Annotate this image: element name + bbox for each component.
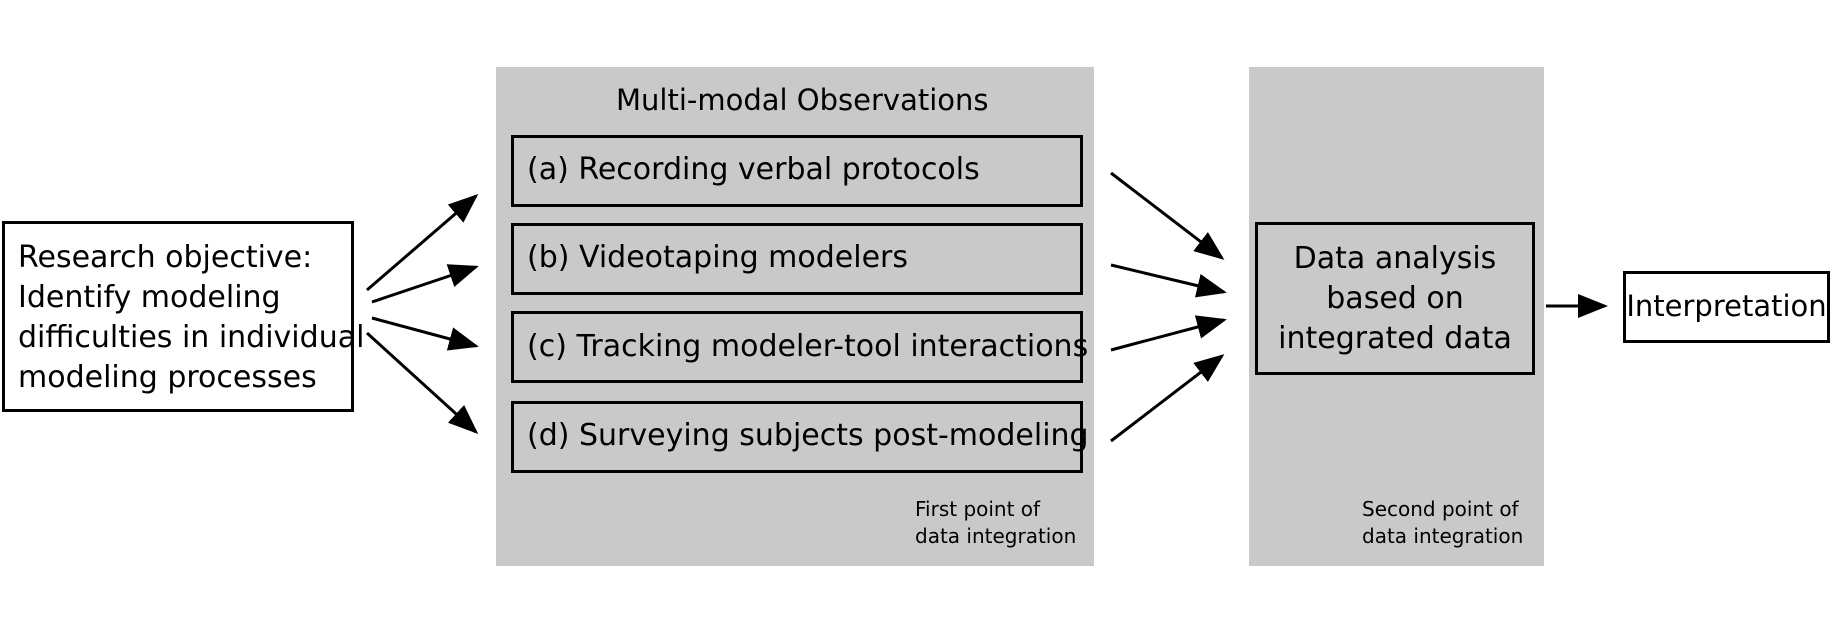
arrow-d-to-analysis bbox=[1110, 354, 1225, 443]
data-analysis-box bbox=[1255, 222, 1535, 375]
interpretation-label: Interpretation bbox=[1626, 289, 1827, 323]
data-analysis-line-1: Data analysis bbox=[1293, 241, 1497, 276]
second-integration-note-line-2: data integration bbox=[1362, 524, 1524, 548]
observation-item-a bbox=[511, 135, 1083, 207]
second-integration-note-line-1: Second point of bbox=[1362, 497, 1519, 521]
arrow-c-to-analysis bbox=[1110, 315, 1227, 352]
arrow-objective-to-b bbox=[371, 264, 479, 304]
research-objective-line-1: Research objective: bbox=[18, 240, 313, 275]
interpretation-box bbox=[1623, 271, 1830, 343]
data-analysis-line-3: integrated data bbox=[1278, 321, 1512, 356]
first-integration-note-line-2: data integration bbox=[915, 524, 1077, 548]
research-objective-line-4: modeling processes bbox=[18, 360, 317, 395]
first-integration-note-line-1: First point of bbox=[915, 497, 1041, 521]
observation-item-b-label: (b) Videotaping modelers bbox=[527, 240, 908, 275]
arrow-objective-to-c bbox=[371, 316, 479, 351]
research-objective-line-2: Identify modeling bbox=[18, 280, 281, 315]
research-objective-line-3: difficulties in individual bbox=[18, 320, 365, 355]
arrow-b-to-analysis bbox=[1110, 263, 1227, 298]
observations-title: Multi-modal Observations bbox=[616, 83, 989, 117]
observation-item-c bbox=[511, 311, 1083, 383]
observation-item-c-label: (c) Tracking modeler-tool interactions bbox=[527, 329, 1089, 364]
data-analysis-line-2: based on bbox=[1326, 281, 1464, 316]
research-objective-box bbox=[2, 221, 354, 412]
observation-item-d-label: (d) Surveying subjects post-modeling bbox=[527, 418, 1089, 453]
observation-item-d bbox=[511, 401, 1083, 473]
arrow-objective-to-d bbox=[365, 331, 479, 435]
arrow-a-to-analysis bbox=[1110, 171, 1225, 260]
arrow-objective-to-a bbox=[366, 194, 479, 292]
observation-item-b bbox=[511, 223, 1083, 295]
observation-item-a-label: (a) Recording verbal protocols bbox=[527, 152, 980, 187]
